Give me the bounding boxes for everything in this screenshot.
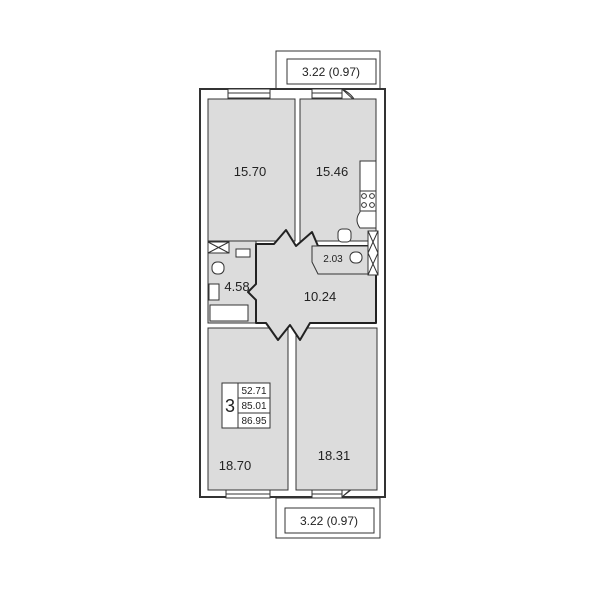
area-summary: 3 52.71 85.01 86.95 bbox=[221, 382, 271, 429]
area-bathroom: 4.58 bbox=[224, 279, 249, 294]
toilet-bathroom bbox=[211, 261, 225, 275]
toilet-wc bbox=[349, 251, 363, 264]
stove-icon bbox=[359, 190, 377, 212]
sink-fixture bbox=[235, 248, 251, 258]
balcony-bottom-area: 3.22 (0.97) bbox=[300, 514, 358, 528]
area-wc: 2.03 bbox=[323, 254, 343, 265]
window-top-left bbox=[227, 88, 271, 99]
toilet-kitchen-corner bbox=[337, 228, 352, 243]
area-kitchen: 15.46 bbox=[316, 164, 349, 179]
balcony-top-area: 3.22 (0.97) bbox=[302, 65, 360, 79]
total-area-with-balcony: 86.95 bbox=[241, 416, 266, 427]
window-top-right bbox=[311, 88, 343, 99]
window-bottom-right bbox=[311, 489, 343, 499]
window-bottom-left bbox=[225, 489, 271, 499]
balcony-top[interactable]: 3.22 (0.97) bbox=[275, 50, 381, 90]
area-bedroom-top-left: 15.70 bbox=[234, 164, 267, 179]
room-bedroom-top-left[interactable] bbox=[207, 98, 296, 242]
living-area: 52.71 bbox=[241, 386, 266, 397]
balcony-bottom[interactable]: 3.22 (0.97) bbox=[275, 497, 381, 539]
total-area: 85.01 bbox=[241, 401, 266, 412]
ventilation-bathroom bbox=[207, 241, 230, 254]
area-bedroom-bottom-left: 18.70 bbox=[219, 458, 252, 473]
room-bedroom-bottom-right[interactable] bbox=[295, 327, 378, 491]
bathtub bbox=[209, 304, 249, 322]
ventilation-wc bbox=[367, 230, 379, 276]
washbasin bbox=[208, 283, 220, 301]
room-count: 3 bbox=[225, 396, 235, 416]
area-hall: 10.24 bbox=[304, 289, 337, 304]
area-bedroom-bottom-right: 18.31 bbox=[318, 448, 351, 463]
